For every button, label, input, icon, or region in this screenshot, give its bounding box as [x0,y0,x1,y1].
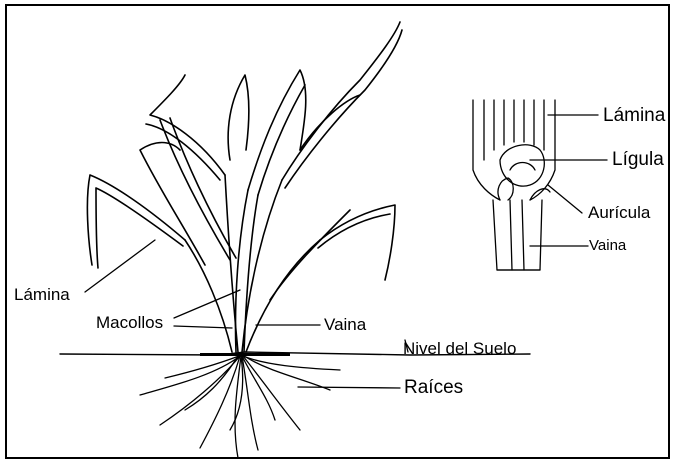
plant-blade-label: Lámina [14,286,70,303]
auricle-label: Aurícula [588,204,650,221]
leaf-detail-inset [473,100,555,270]
ligule-label: Lígula [612,150,664,169]
detail-blade-label: Lámina [603,106,665,125]
ground-level-label: Nivel del Suelo [403,340,516,357]
detail-sheath-label: Vaina [589,238,626,253]
roots-label: Raíces [404,378,463,397]
roots [140,356,340,458]
plant-sheath-label: Vaina [324,316,366,333]
leaf-blades [87,22,402,300]
ground-soil-shading [200,353,290,356]
tillers-label: Macollos [96,314,163,331]
